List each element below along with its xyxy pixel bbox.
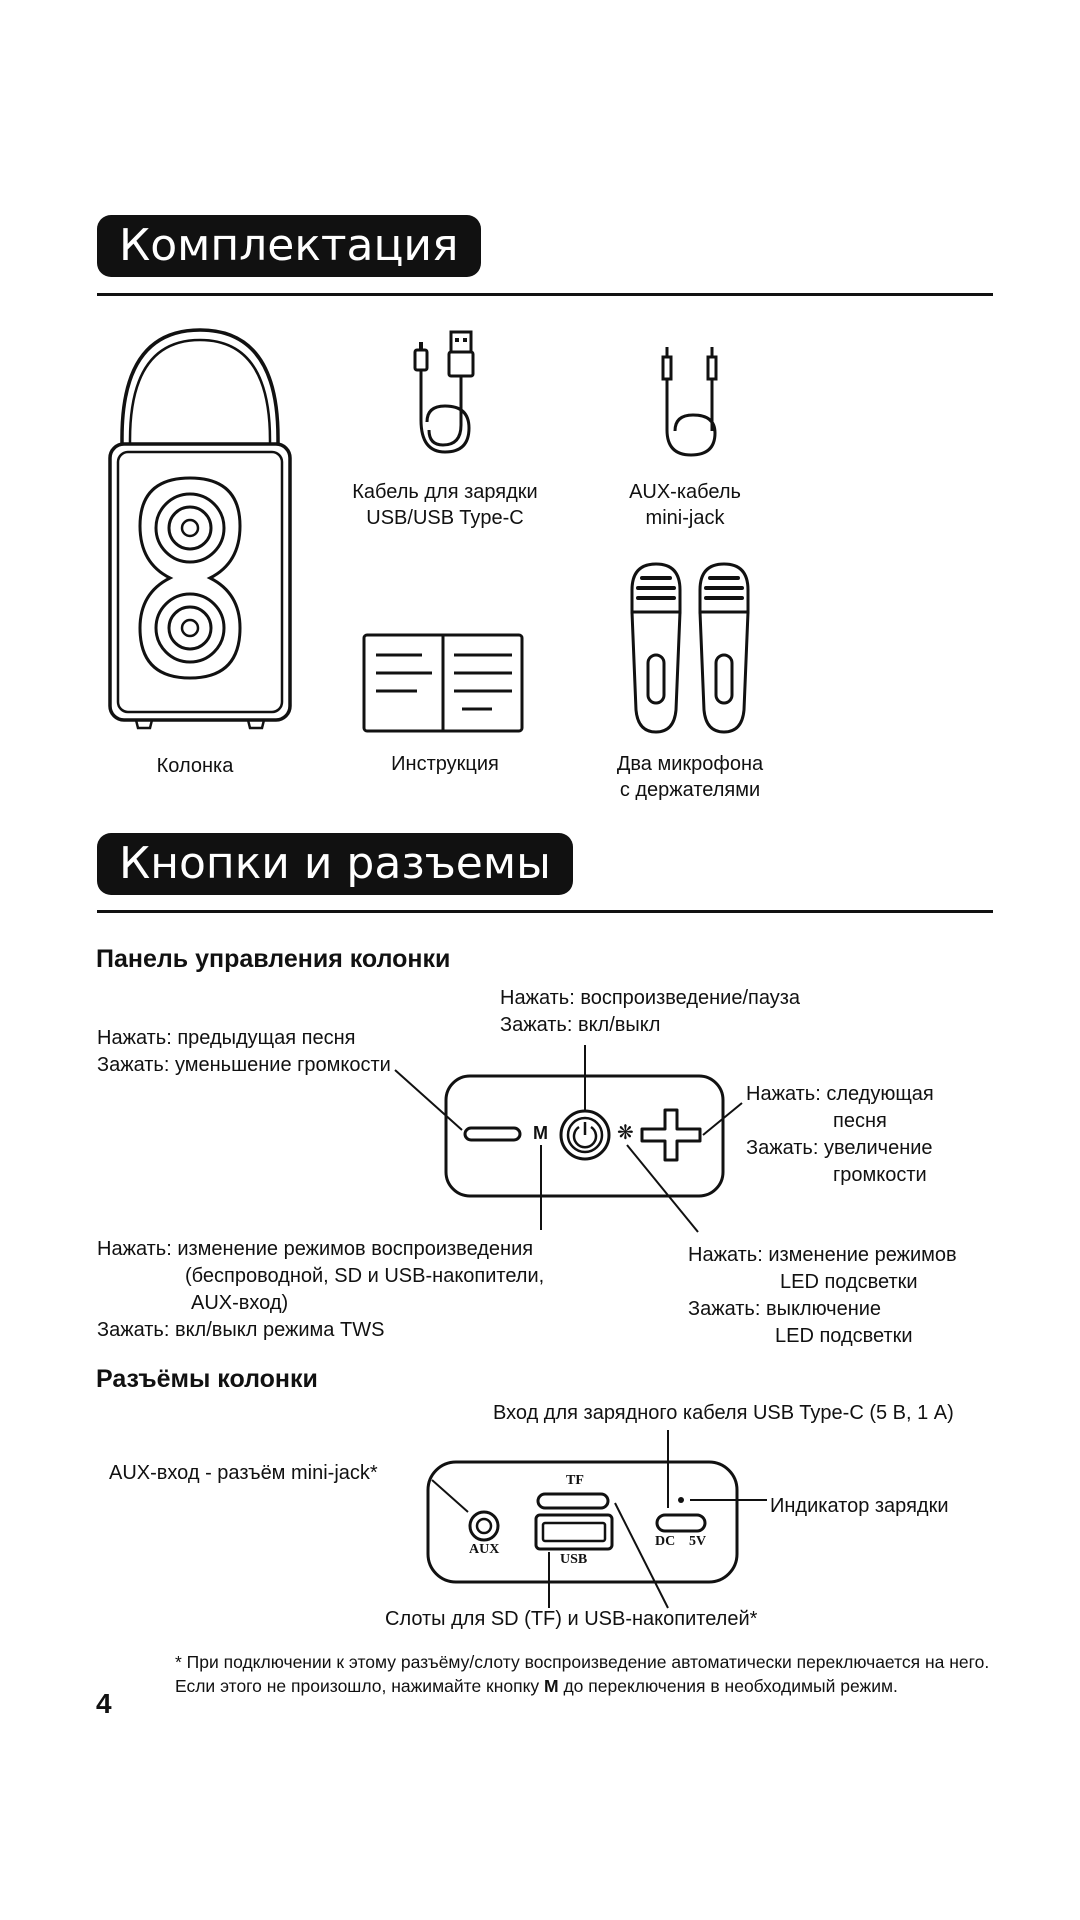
usbc-port[interactable] bbox=[657, 1515, 705, 1531]
footnote-text-2: до переключения в необходимый режим. bbox=[558, 1676, 898, 1696]
usb-cable-icon bbox=[413, 330, 475, 454]
led-label-line4: LED подсветки bbox=[775, 1325, 913, 1347]
microphones-icon bbox=[630, 562, 750, 734]
footnote-bold-key: M bbox=[544, 1676, 559, 1696]
mode-label-line4: Зажать: вкл/выкл режима TWS bbox=[97, 1319, 385, 1341]
tf-slot-label: TF bbox=[566, 1473, 584, 1488]
next-label-line2: песня bbox=[833, 1110, 887, 1132]
page-number: 4 bbox=[96, 1688, 112, 1719]
caption-manual: Инструкция bbox=[391, 753, 499, 775]
ports-heading: Разъёмы колонки bbox=[96, 1365, 318, 1393]
section-title-package: Комплектация bbox=[97, 215, 481, 277]
aux-label: AUX-вход - разъём mini-jack* bbox=[109, 1462, 378, 1484]
caption-mics-line2: с держателями bbox=[619, 779, 761, 801]
caption-mics-line1: Два микрофона bbox=[616, 753, 764, 775]
manual-icon bbox=[362, 633, 524, 733]
5v-label: 5V bbox=[689, 1534, 707, 1549]
led-button[interactable]: ❋ bbox=[617, 1122, 634, 1144]
mode-label-line3: AUX-вход) bbox=[191, 1292, 289, 1314]
footnote: * При подключении к этому разъёму/слоту … bbox=[175, 1650, 1005, 1698]
next-label-line4: громкости bbox=[833, 1164, 927, 1186]
section-divider bbox=[97, 910, 993, 913]
slots-label: Слоты для SD (TF) и USB-накопителей* bbox=[385, 1608, 758, 1630]
dc-label: DC bbox=[655, 1534, 676, 1549]
usb-port[interactable] bbox=[536, 1515, 612, 1549]
control-panel-heading: Панель управления колонки bbox=[96, 945, 451, 973]
usb-port-label: USB bbox=[560, 1552, 588, 1567]
caption-aux-cable-line1: AUX-кабель bbox=[629, 481, 741, 503]
caption-speaker: Колонка bbox=[156, 755, 234, 777]
prev-label-line2: Зажать: уменьшение громкости bbox=[97, 1054, 391, 1076]
caption-aux-cable-line2: mini-jack bbox=[645, 507, 725, 529]
usbc-label: Вход для зарядного кабеля USB Type-C (5 … bbox=[493, 1402, 954, 1424]
mode-button[interactable]: M bbox=[533, 1123, 548, 1143]
aux-port[interactable] bbox=[470, 1512, 498, 1540]
tf-slot[interactable] bbox=[538, 1494, 608, 1508]
caption-usb-cable-line2: USB/USB Type-C bbox=[366, 507, 524, 529]
speaker-icon bbox=[108, 328, 292, 730]
prev-label-line1: Нажать: предыдущая песня bbox=[97, 1027, 356, 1049]
footnote-text-1: * При подключении к этому разъёму/слоту … bbox=[175, 1652, 990, 1696]
section-title-buttons: Кнопки и разъемы bbox=[97, 833, 573, 895]
led-label-line2: LED подсветки bbox=[780, 1271, 918, 1293]
led-label-line3: Зажать: выключение bbox=[688, 1298, 882, 1320]
mode-label-line1: Нажать: изменение режимов воспроизведени… bbox=[97, 1238, 534, 1260]
next-label-line3: Зажать: увеличение bbox=[746, 1137, 933, 1159]
play-label-line2: Зажать: вкл/выкл bbox=[500, 1014, 661, 1036]
caption-usb-cable-line1: Кабель для зарядки bbox=[352, 481, 538, 503]
led-label-line1: Нажать: изменение режимов bbox=[688, 1244, 957, 1266]
next-label-line1: Нажать: следующая bbox=[746, 1083, 934, 1105]
section-divider bbox=[97, 293, 993, 296]
mode-label-line2: (беспроводной, SD и USB-накопители, bbox=[185, 1265, 545, 1287]
aux-port-label: AUX bbox=[469, 1542, 500, 1557]
charge-indicator-label: Индикатор зарядки bbox=[770, 1495, 949, 1517]
aux-cable-icon bbox=[661, 347, 718, 457]
play-label-line1: Нажать: воспроизведение/пауза bbox=[500, 987, 801, 1009]
